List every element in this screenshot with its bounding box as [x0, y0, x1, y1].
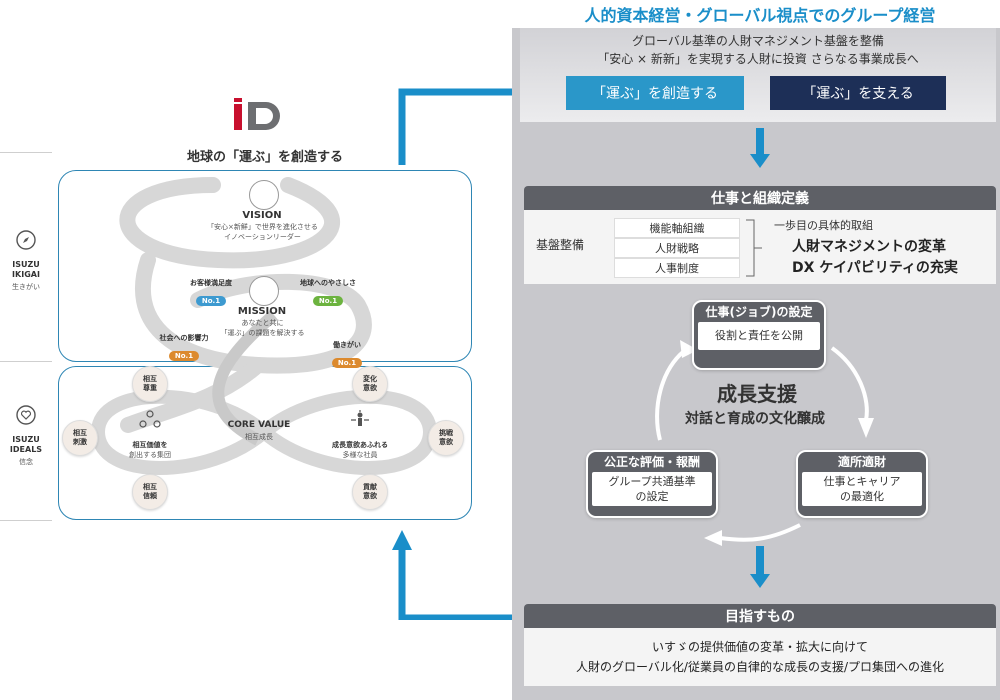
arrow-stem: [756, 546, 764, 574]
cycle-job-setting: 仕事(ジョブ)の設定 役割と責任を公開: [692, 300, 826, 370]
badge-society: 社会への影響力 No.1: [148, 333, 220, 362]
node-contribution-will: 貢献 意欲: [352, 474, 388, 510]
goal-line2: 人財のグローバル化/従業員の自律的な成長の支援/プロ集団への進化: [576, 660, 944, 674]
kiban-item: 人事制度: [614, 258, 740, 278]
vision-emblem-icon: [249, 180, 279, 210]
badge-value: No.1: [195, 296, 227, 306]
left-title: 地球の「運ぶ」を創造する: [186, 150, 343, 165]
kiban-item: 機能軸組織: [614, 218, 740, 238]
cycle-eval-head: 公正な評価・報酬: [603, 455, 700, 469]
side-ikigai-jp: 生きがい: [12, 283, 40, 291]
badge-customer: お客様満足度 No.1: [176, 278, 246, 307]
compass-icon: [16, 230, 36, 250]
mission-title: MISSION: [237, 306, 287, 317]
node-mutual-trust: 相互 信頼: [132, 474, 168, 510]
mission-line2: 「運ぶ」の課題を解決する: [220, 329, 305, 337]
node-mutual-respect: 相互 尊重: [132, 366, 168, 402]
side-label-ikigai: ISUZU IKIGAI 生きがい: [0, 228, 52, 292]
kiban-item: 人財戦略: [614, 238, 740, 258]
cycle-job-body: 役割と責任を公開: [698, 322, 820, 350]
vision-line1: 「安心×新鮮」で世界を進化させる: [207, 223, 318, 231]
side-ikigai-en1: ISUZU: [12, 260, 40, 269]
badge-label: お客様満足度: [190, 279, 232, 287]
goal-line1: いすゞの提供価値の変革・拡大に向けて: [651, 640, 868, 654]
growth-support-sub: 対話と育成の文化醸成: [685, 411, 825, 427]
node-change-will: 変化 意欲: [352, 366, 388, 402]
cycle-eval-body: グループ共通基準 の設定: [592, 472, 712, 506]
section-job-org-body: [524, 210, 996, 284]
section-goal-body: [524, 628, 996, 686]
badge-label: 社会への影響力: [159, 334, 209, 342]
side-ideals-jp: 信念: [19, 458, 33, 466]
side-ikigai-en2: IKIGAI: [12, 270, 40, 279]
node-mutual-stimulus: 相互 刺激: [62, 420, 98, 456]
core-value-title: CORE VALUE: [227, 420, 291, 430]
arrow-stem: [756, 128, 764, 154]
badge-earth: 地球へのやさしさ No.1: [292, 278, 364, 307]
badge-label: 働きがい: [333, 341, 361, 349]
vision-title: VISION: [242, 210, 282, 221]
people-arrows-icon: [351, 410, 369, 426]
support-transport-button: 「運ぶ」を支える: [770, 76, 946, 110]
side-divider: [0, 520, 52, 521]
cycle-place-body2: の最適化: [840, 490, 884, 503]
right-title: 人的資本経営・グローバル視点でのグループ経営: [584, 6, 936, 25]
section-goal-head: 目指すもの: [524, 604, 996, 628]
isuzu-id-logo: [234, 98, 280, 130]
cycle-job-head: 仕事(ジョブ)の設定: [705, 305, 813, 319]
kiban-right-line: DX ケイパビリティの充実: [792, 260, 958, 276]
side-ideals-en1: ISUZU: [12, 435, 40, 444]
bracket-icon: [746, 219, 762, 277]
create-transport-button: 「運ぶ」を創造する: [566, 76, 744, 110]
node-challenge-will: 挑戦 意欲: [428, 420, 464, 456]
down-arrow-icon: [750, 154, 770, 168]
cycle-place-head: 適所適財: [837, 455, 886, 469]
cycle-eval-body1: グループ共通基準: [608, 475, 696, 488]
cycle-arrows: [655, 340, 874, 546]
growth-support-title: 成長支援: [717, 382, 797, 406]
cycle-place-body: 仕事とキャリア の最適化: [802, 472, 922, 506]
vision-line2: イノベーションリーダー: [224, 233, 301, 241]
badge-value: No.1: [168, 351, 200, 361]
section-job-org-head: 仕事と組織定義: [524, 186, 996, 210]
cycle-place-body1: 仕事とキャリア: [823, 475, 901, 488]
cycle-right-placement: 適所適財 仕事とキャリア の最適化: [796, 450, 928, 518]
side-label-ideals: ISUZU IDEALS 信念: [0, 403, 52, 467]
left-center-line2: 創出する集団: [129, 451, 171, 459]
kiban-label: 基盤整備: [536, 238, 585, 252]
kiban-right-head: 一歩目の具体的取組: [774, 219, 873, 232]
heart-icon: [16, 405, 36, 425]
badge-label: 地球へのやさしさ: [300, 279, 356, 287]
down-arrow-icon: [750, 574, 770, 588]
core-value-sub: 相互成長: [245, 433, 273, 441]
side-divider: [0, 152, 52, 153]
side-divider: [0, 361, 52, 362]
side-ideals-en2: IDEALS: [9, 445, 43, 454]
left-center-line1: 相互価値を: [132, 441, 168, 449]
top-line1: グローバル基準の人財マネジメント基盤を整備: [632, 34, 884, 48]
badge-value: No.1: [331, 358, 363, 368]
mission-line1: あなたと共に: [241, 319, 284, 327]
badge-work: 働きがい No.1: [322, 340, 372, 369]
right-center-line2: 多様な社員: [342, 451, 378, 459]
right-center-line1: 成長意欲あふれる: [332, 441, 388, 449]
cycle-eval-body2: の設定: [635, 490, 669, 503]
badge-value: No.1: [312, 296, 344, 306]
cycle-fair-evaluation: 公正な評価・報酬 グループ共通基準 の設定: [586, 450, 718, 518]
group-icon: [139, 410, 161, 428]
mission-emblem-icon: [249, 276, 279, 306]
top-line2: 「安心 × 新新」を実現する人財に投資 さらなる事業成長へ: [597, 52, 919, 66]
kiban-right-line: 人財マネジメントの変革: [792, 239, 946, 255]
